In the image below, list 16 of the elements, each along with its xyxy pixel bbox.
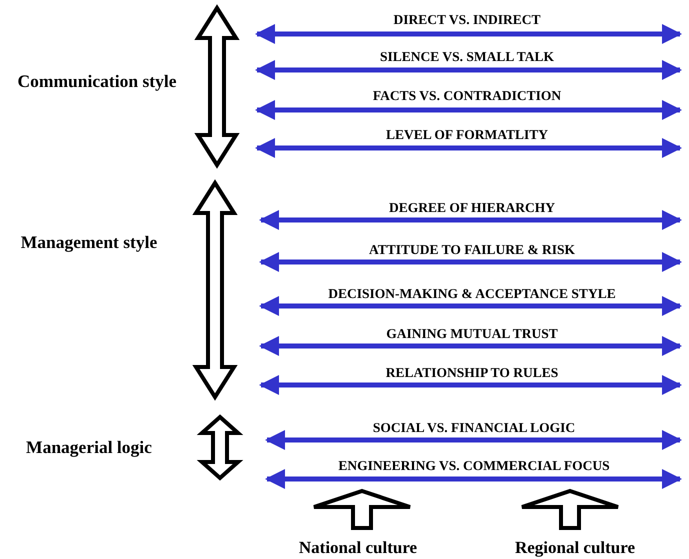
category-label: Management style (20, 232, 158, 252)
scale-label: DIRECT VS. INDIRECT (394, 12, 540, 28)
scale-label: SOCIAL VS. FINANCIAL LOGIC (372, 420, 576, 436)
scale-label: SILENCE VS. SMALL TALK (380, 49, 554, 65)
category-label: Communication style (16, 71, 178, 92)
scale-label: DEGREE OF HIERARCHY (389, 200, 555, 216)
scale-label: GAINING MUTUAL TRUST (386, 326, 558, 342)
culture-label: Regional culture (514, 538, 636, 558)
scale-label: ATTITUDE TO FAILURE & RISK (368, 242, 576, 258)
scale-label: RELATIONSHIP TO RULES (386, 365, 558, 381)
scale-label: LEVEL OF FORMATLITY (386, 127, 548, 143)
category-label: Managerial logic (25, 437, 153, 458)
scale-label: ENGINEERING VS. COMMERCIAL FOCUS (338, 458, 610, 474)
culture-label: National culture (298, 538, 418, 558)
scale-label: FACTS VS. CONTRADICTION (372, 88, 562, 104)
scale-label: DECISION-MAKING & ACCEPTANCE STYLE (328, 286, 616, 302)
